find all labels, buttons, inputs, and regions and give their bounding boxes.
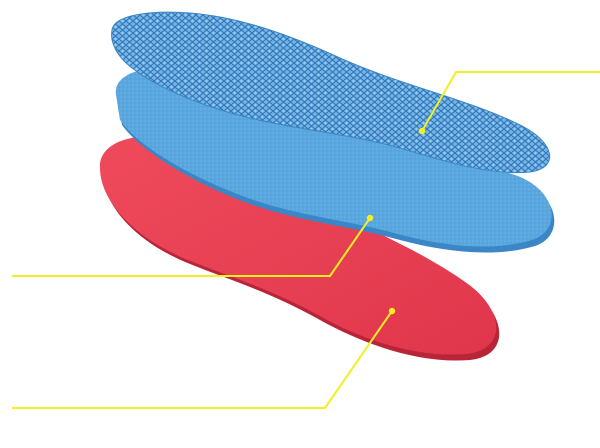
middle-layer <box>115 67 555 253</box>
leader-line-bottom <box>12 310 393 409</box>
leader-line-top <box>421 71 600 132</box>
top-layer-surface <box>111 11 551 174</box>
leader-dot-top <box>418 127 426 135</box>
middle-layer-surface <box>115 67 552 247</box>
bottom-layer-surface <box>99 136 497 355</box>
top-layer <box>111 11 551 174</box>
bottom-layer <box>99 136 500 361</box>
leader-dot-bottom <box>388 307 396 315</box>
leader-lines <box>12 71 600 409</box>
leader-line-middle <box>12 217 371 277</box>
leader-dot-middle <box>366 214 374 222</box>
